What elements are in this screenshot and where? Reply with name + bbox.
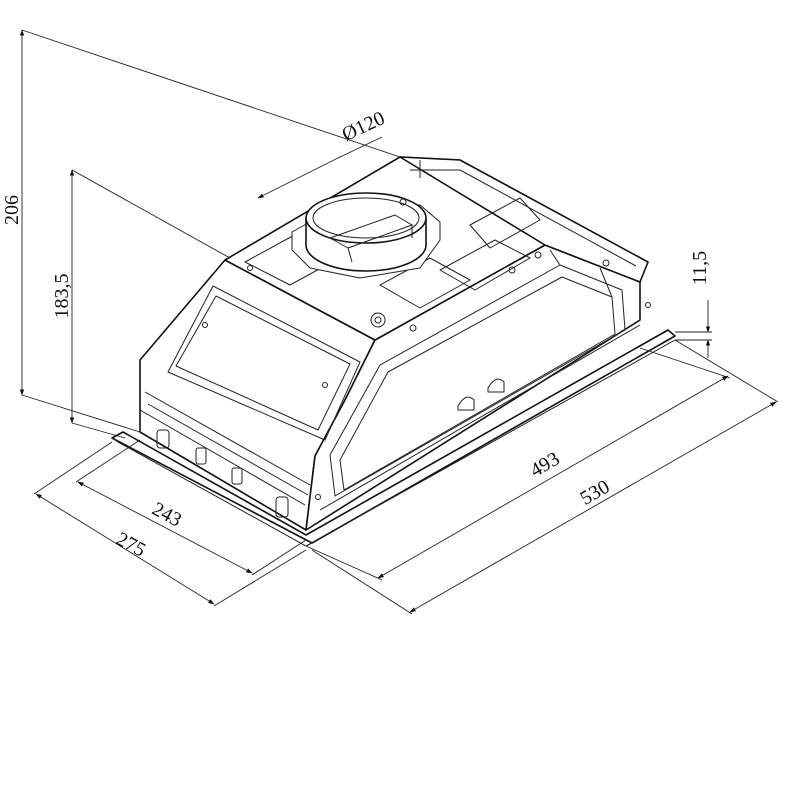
dimension-11-5-label: 11,5 [689,251,711,285]
dimension-275-label: 275 [112,528,149,562]
dimension-d120-label: Ø120 [339,107,389,146]
dimension-206-label: 206 [1,195,23,225]
dimension-183-5: 183,5 [51,169,231,439]
dimension-243-label: 243 [148,498,185,532]
dimension-530-label: 530 [577,476,614,510]
dimension-493-label: 493 [527,448,564,482]
dimension-183-5-label: 183,5 [51,274,73,319]
dimension-11-5: 11,5 [675,251,712,358]
dimension-206: 206 [1,29,401,433]
